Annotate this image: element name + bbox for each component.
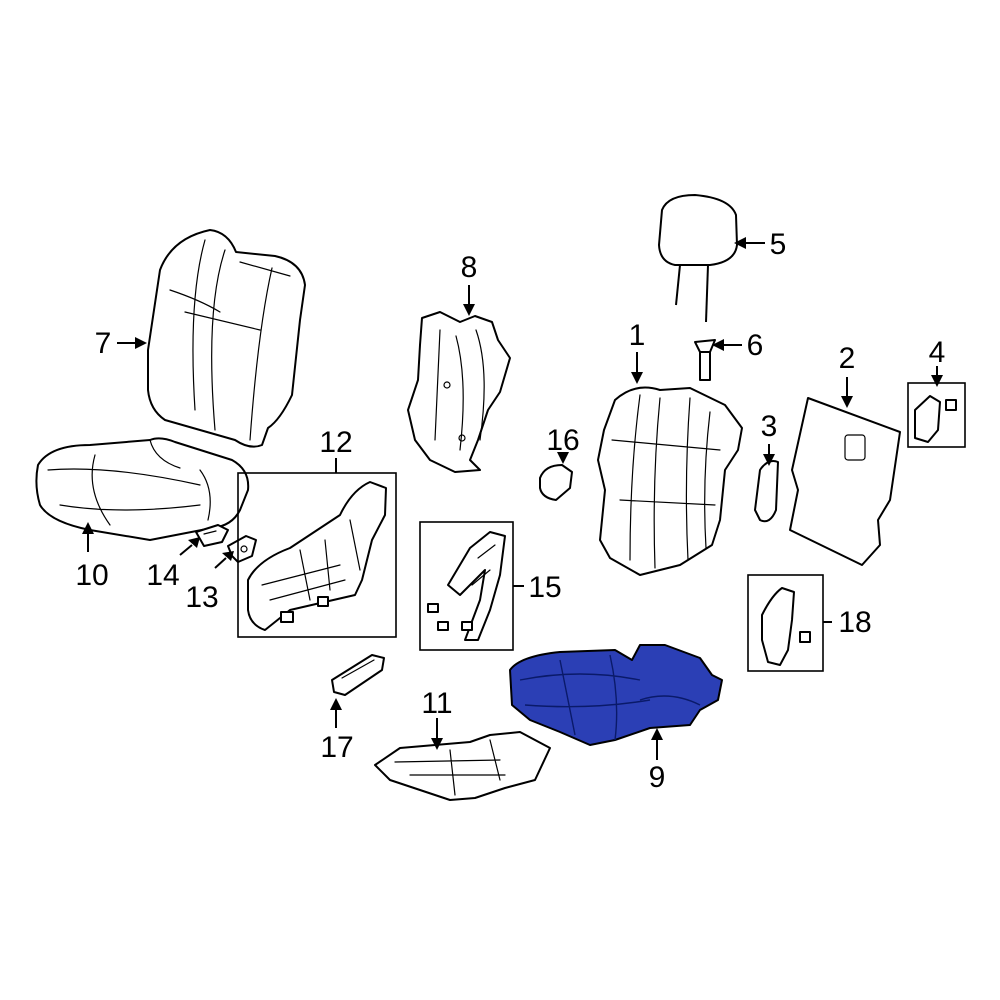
part-14-trim-clip[interactable] (195, 524, 229, 547)
part-9-seat-cushion-pad[interactable] (509, 644, 723, 746)
callout-1: 1 (629, 319, 646, 352)
callout-17: 17 (320, 731, 353, 764)
part-16-cover-cap[interactable] (539, 464, 573, 501)
part-4-switch-box[interactable] (907, 382, 966, 448)
part-7-seat-back-cover[interactable] (147, 229, 306, 448)
callout-2: 2 (839, 342, 856, 375)
callout-4: 4 (929, 336, 946, 369)
part-1-seat-back-pad[interactable] (597, 386, 743, 576)
callout-7: 7 (95, 327, 112, 360)
leader-lines (82, 237, 943, 760)
part-18-side-cover-box[interactable] (747, 574, 824, 672)
callout-10: 10 (75, 559, 108, 592)
part-12-side-shield-box[interactable] (237, 472, 397, 638)
part-15-trim-box[interactable] (419, 521, 514, 651)
part-3-side-trim[interactable] (754, 460, 779, 523)
callout-labels: 1 2 3 4 5 6 7 8 9 10 11 12 13 14 15 16 1… (75, 228, 945, 794)
callout-18: 18 (838, 606, 871, 639)
callout-6: 6 (747, 329, 764, 362)
part-13-trim-bracket[interactable] (227, 535, 257, 563)
callout-14: 14 (146, 559, 179, 592)
part-5-headrest[interactable] (658, 194, 738, 323)
callout-11: 11 (421, 687, 452, 720)
part-17-side-cover[interactable] (331, 654, 385, 696)
callout-16: 16 (546, 424, 579, 457)
callout-15: 15 (528, 571, 561, 604)
callout-5: 5 (770, 228, 787, 261)
callout-8: 8 (461, 251, 478, 284)
callout-9: 9 (649, 761, 666, 794)
part-10-seat-cushion-cover[interactable] (35, 437, 250, 541)
part-6-headrest-guide[interactable] (694, 339, 716, 381)
callout-12: 12 (319, 426, 352, 459)
callout-3: 3 (761, 410, 778, 443)
part-2-back-panel[interactable] (789, 397, 901, 566)
callout-13: 13 (185, 581, 218, 614)
part-11-cushion-pan[interactable] (374, 731, 551, 801)
part-8-back-frame-cover[interactable] (407, 311, 511, 473)
